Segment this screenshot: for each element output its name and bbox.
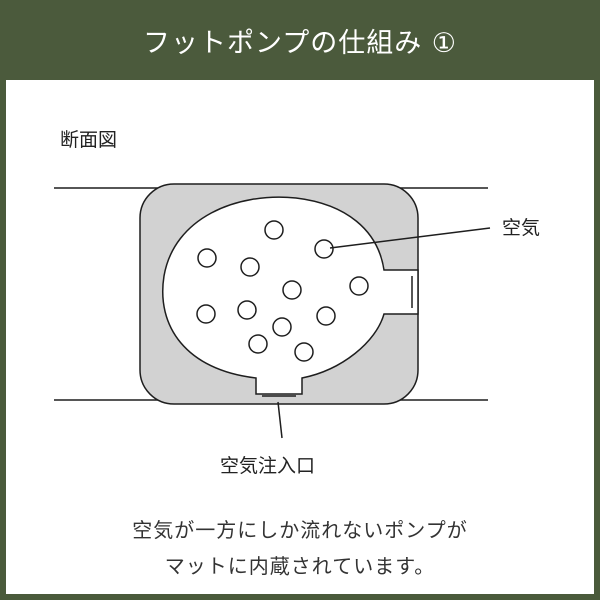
cross-section-diagram: 空気 空気注入口 (54, 183, 540, 477)
air-bubble (316, 306, 336, 326)
air-bubbles (196, 220, 369, 362)
air-bubble (237, 300, 257, 320)
inlet-leader-line (277, 401, 283, 439)
air-bubble (272, 317, 292, 337)
caption: 空気が一方にしか流れないポンプが マットに内蔵されています。 (6, 512, 594, 584)
air-bubble (264, 220, 284, 240)
air-bubble (294, 342, 314, 362)
air-bubble (282, 280, 302, 300)
section-label: 断面図 (60, 129, 118, 151)
header-bar: フットポンプの仕組み ① (0, 0, 600, 80)
air-leader-line (329, 227, 491, 249)
caption-line-1: 空気が一方にしか流れないポンプが (132, 518, 468, 542)
page-title: フットポンプの仕組み ① (143, 27, 457, 59)
caption-line-2: マットに内蔵されています。 (164, 554, 436, 578)
air-bubble (196, 304, 216, 324)
air-bubble (314, 239, 334, 259)
inlet-label: 空気注入口 (220, 455, 315, 477)
air-bubble (248, 334, 268, 354)
content-panel: 断面図 空気 空気注入口 (6, 80, 594, 594)
air-bubble (240, 257, 260, 277)
air-bubble (349, 276, 369, 296)
air-bubble (197, 248, 217, 268)
air-label: 空気 (502, 217, 540, 239)
